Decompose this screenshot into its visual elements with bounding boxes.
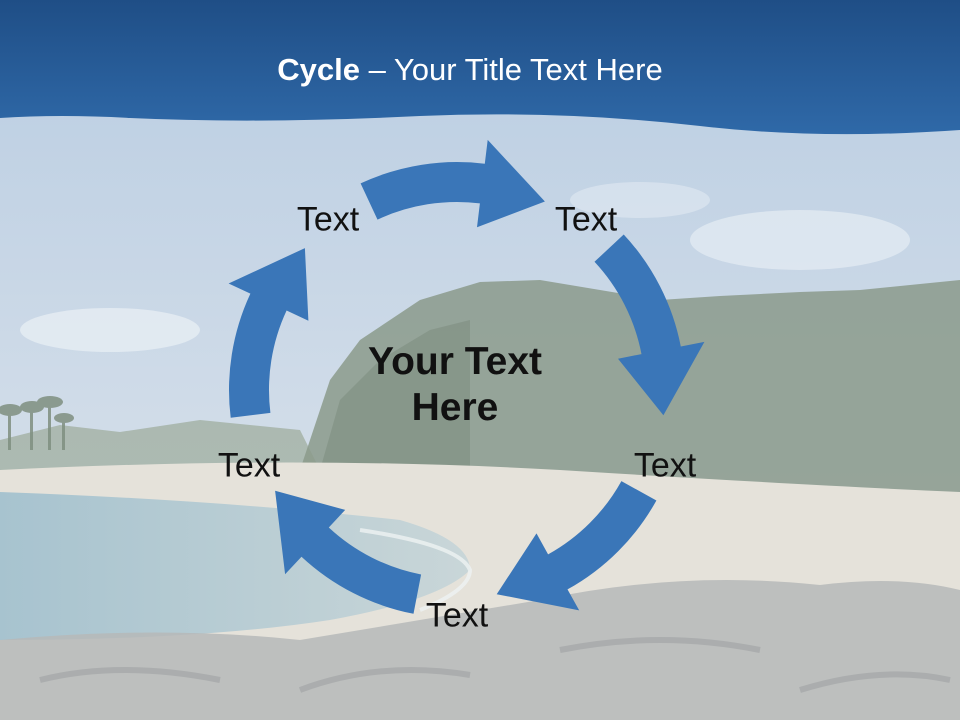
step-label-1: Text [296,200,360,239]
title-bold: Cycle [277,52,360,87]
step-label-2: Text [554,200,618,239]
title-rest: – Your Title Text Here [360,52,663,87]
step-label-5: Text [217,446,281,485]
step-label-3: Text [633,446,697,485]
cycle-arrow-4 [275,490,422,614]
cycle-arrow-5 [228,248,309,418]
header-band [0,0,960,135]
center-text-line-1: Your Text [367,340,543,383]
center-text-line-2: Here [411,386,499,429]
slide-title: Cycle – Your Title Text Here [0,52,940,88]
step-label-4: Text [425,596,489,635]
center-text: Your Text Here [368,339,542,431]
cycle-arrow-1 [360,139,545,228]
cycle-arrow-2 [594,234,705,416]
cycle-arrow-3 [496,481,657,611]
